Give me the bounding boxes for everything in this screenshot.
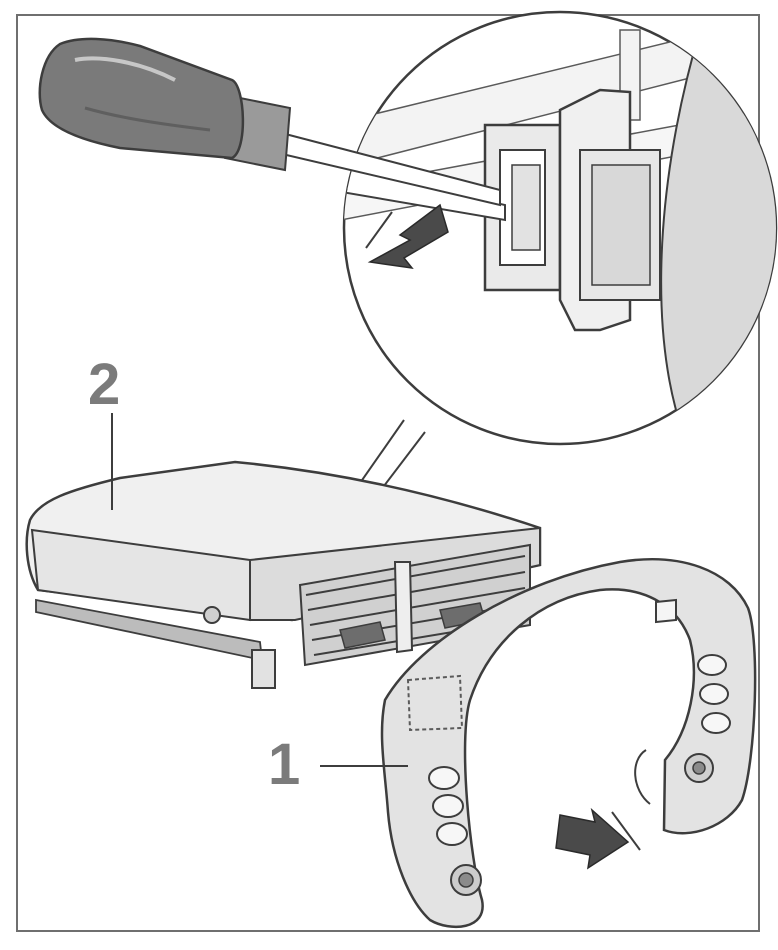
screwdriver	[38, 37, 501, 207]
callout-part-1: 1	[268, 732, 301, 797]
callout-part-2: 2	[88, 352, 121, 417]
pry-direction-arrow	[367, 203, 449, 270]
detail-zoom-circle	[342, 10, 778, 446]
pull-direction-arrow	[555, 807, 641, 870]
bezel-trim	[380, 558, 757, 929]
